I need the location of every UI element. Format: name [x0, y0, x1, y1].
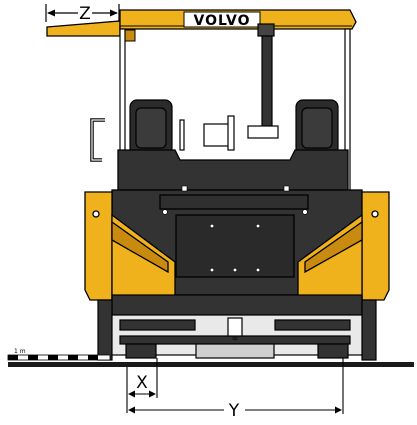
- scale-bar-segment: [88, 355, 98, 360]
- screed-foot-left: [125, 343, 157, 359]
- screed-bar-right: [274, 319, 351, 331]
- center-plate: [175, 214, 295, 278]
- volvo-logo: VOLVO: [194, 13, 251, 29]
- seat-left-cushion: [135, 107, 167, 149]
- console-rod-1: [179, 119, 185, 151]
- dimension-x-arrow-right: [149, 390, 156, 398]
- crawler-right: [361, 299, 377, 361]
- hopper-wing-left: [84, 191, 176, 301]
- ground-line: [8, 362, 414, 367]
- dimension-z-label: Z: [79, 4, 91, 24]
- seat-right-cushion: [301, 107, 333, 149]
- bolts: [162, 185, 308, 273]
- hopper-left-side: [84, 191, 113, 301]
- exhaust-cap: [257, 23, 275, 37]
- dimension-x-label: X: [136, 373, 148, 393]
- bolt: [232, 267, 238, 273]
- dimension-x: [126, 358, 158, 413]
- scale-bar-segment: [68, 355, 78, 360]
- hopper-left-light: [92, 210, 100, 218]
- dimension-y-arrow-left: [128, 406, 135, 414]
- beacon-light: [124, 29, 136, 42]
- bolt: [255, 267, 261, 273]
- handrail-left: [90, 118, 105, 162]
- dimension-y: [128, 358, 344, 414]
- exhaust-stack: [257, 23, 275, 129]
- screed-foot-right: [317, 343, 349, 359]
- dimension-y-arrow-right: [335, 406, 342, 414]
- bolt: [255, 223, 261, 229]
- handrail-left-highlight: [91, 119, 105, 161]
- screed-symbol: ∞: [232, 334, 239, 343]
- bolt: [302, 209, 308, 215]
- volvo-logo-plate: [183, 11, 261, 28]
- crawler-left: [97, 299, 113, 361]
- screed-center-joint: [227, 317, 243, 337]
- exhaust-pipe: [261, 35, 273, 129]
- scale-bar-segment: [28, 355, 38, 360]
- dimension-x-arrow-left: [128, 390, 135, 398]
- screed-bar-left: [119, 319, 196, 331]
- upper-deck: [117, 149, 349, 191]
- hopper-right-shadow: [304, 220, 363, 274]
- hopper-right-side: [361, 191, 390, 301]
- screed-center: [195, 343, 275, 359]
- control-console: [179, 115, 279, 151]
- console-arm: [247, 125, 279, 139]
- bolt: [209, 223, 215, 229]
- bolt-square: [181, 185, 188, 192]
- scale-bar-segment: [8, 355, 18, 360]
- upper-panel: [159, 194, 309, 210]
- console-post: [227, 115, 235, 151]
- bolt-square: [283, 185, 290, 192]
- bolt: [209, 267, 215, 273]
- hopper-right-light: [371, 210, 379, 218]
- scale-bar: [7, 354, 111, 361]
- scale-bar-segment: [48, 355, 58, 360]
- operator-seats: [129, 99, 339, 156]
- dimension-z: [45, 4, 120, 26]
- lower-beam: [111, 294, 363, 316]
- dimension-z-arrow-right: [110, 9, 118, 17]
- hopper-wing-right: [297, 191, 390, 301]
- dimension-z-arrow-left: [47, 9, 55, 17]
- scale-bar-label: 1 m: [14, 348, 26, 355]
- hopper-left-shadow: [111, 220, 169, 274]
- bolt: [162, 209, 168, 215]
- lower-frame: [97, 294, 377, 361]
- dimension-y-label: Y: [228, 401, 240, 421]
